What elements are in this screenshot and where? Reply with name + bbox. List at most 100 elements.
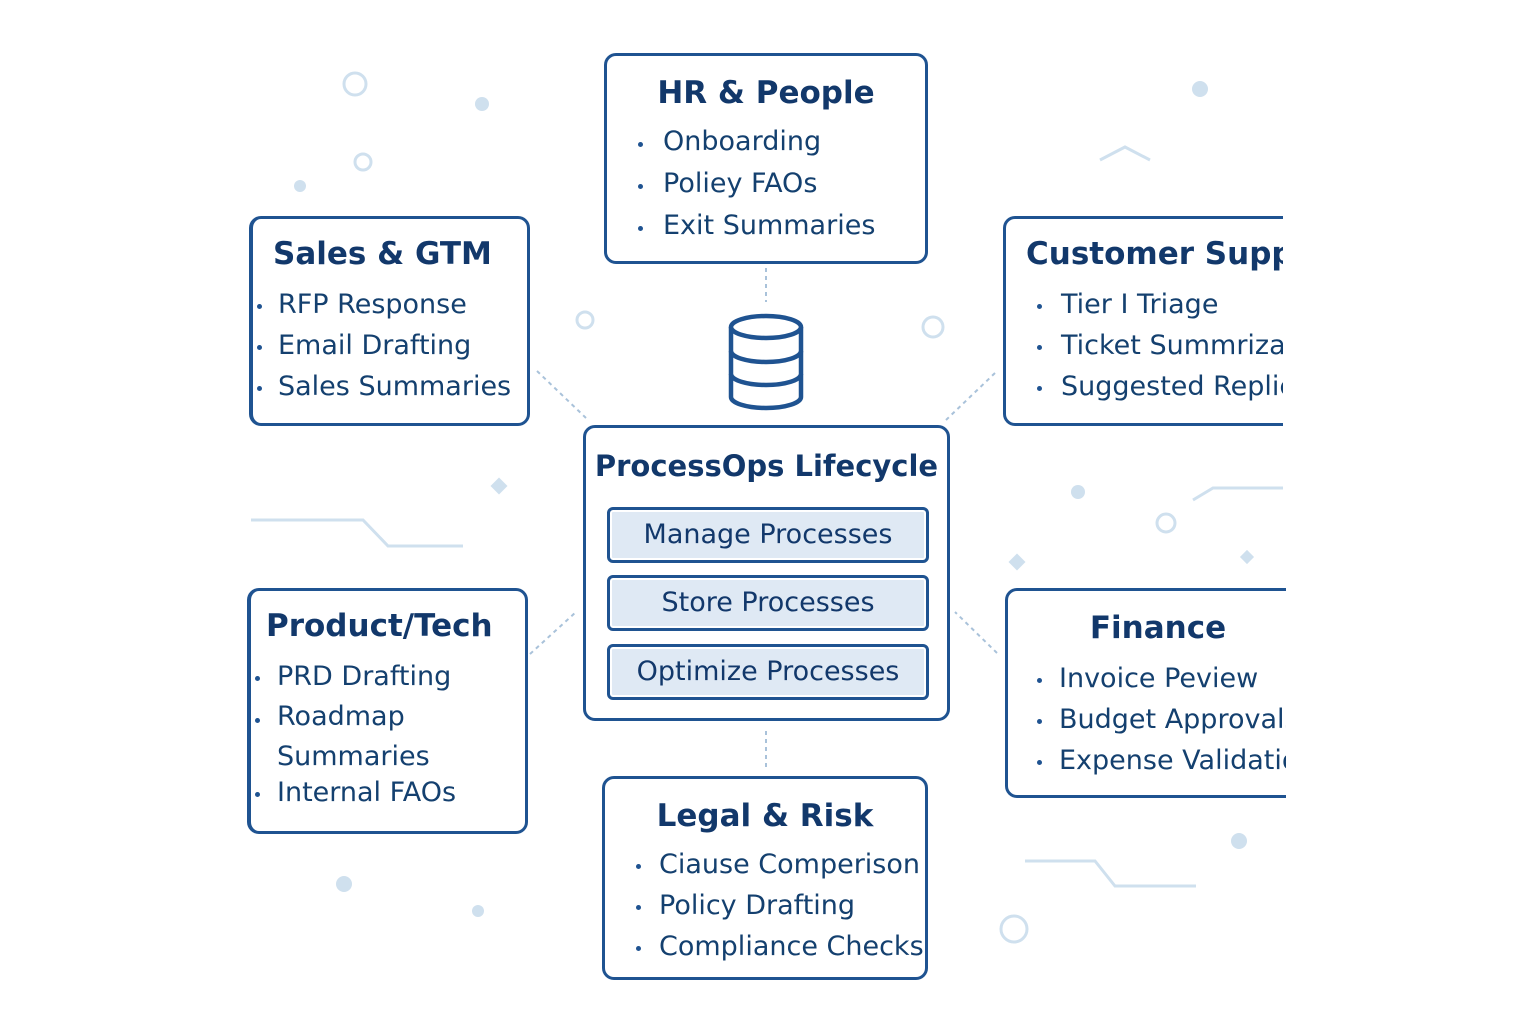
bullet-icon bbox=[257, 386, 262, 391]
decor-dot bbox=[475, 97, 489, 111]
legal-item-label: Policy Drafting bbox=[659, 890, 856, 921]
decor-dot bbox=[1192, 81, 1208, 97]
decor-dot bbox=[336, 876, 352, 892]
connector-product bbox=[529, 611, 577, 655]
hr-item-label: Poliey FAOs bbox=[663, 168, 818, 199]
product-item-label: PRD Drafting bbox=[277, 661, 452, 692]
hr-list: Onboarding Poliey FAOs Exit Summaries bbox=[633, 128, 875, 254]
legal-card: Legal & Risk Ciause Comperison Policy Dr… bbox=[602, 776, 928, 980]
legal-item: Compliance Checks bbox=[631, 933, 924, 974]
product-item: Internal FAOs bbox=[254, 779, 457, 821]
decor-diamond bbox=[490, 477, 508, 495]
bullet-icon bbox=[1037, 719, 1042, 724]
support-item: Ticket Summrization bbox=[1031, 332, 1283, 373]
hr-item: Poliey FAOs bbox=[633, 170, 875, 212]
hr-item-label: Exit Summaries bbox=[663, 210, 876, 241]
bullet-icon bbox=[636, 905, 641, 910]
sales-item-label: Email Drafting bbox=[278, 330, 472, 361]
hr-item: Onboarding bbox=[633, 128, 875, 170]
finance-item: Expense Validation bbox=[1032, 747, 1286, 788]
decor-ring bbox=[1155, 512, 1177, 534]
sales-card: Sales & GTM RFP Response Email Drafting … bbox=[249, 216, 530, 426]
product-item-label: Internal FAOs bbox=[277, 777, 457, 808]
legal-item-label: Ciause Comperison bbox=[659, 849, 920, 880]
bullet-icon bbox=[636, 946, 641, 951]
finance-list: Invoice Peview Budget Approvals Expense … bbox=[1032, 665, 1286, 788]
bullet-icon bbox=[255, 718, 260, 723]
lifecycle-card: ProcessOps Lifecycle Manage Processes St… bbox=[583, 425, 950, 721]
decor-dot bbox=[472, 905, 484, 917]
bullet-icon bbox=[638, 226, 643, 231]
decor-circuit bbox=[251, 518, 463, 548]
legal-item: Policy Drafting bbox=[631, 892, 924, 933]
support-list: Tier I Triage Ticket Summrization Sugges… bbox=[1031, 291, 1283, 414]
sales-item-label: RFP Response bbox=[278, 289, 467, 320]
hr-item-label: Onboarding bbox=[663, 126, 822, 157]
support-item-label: Ticket Summrization bbox=[1061, 330, 1283, 361]
finance-item: Budget Approvals bbox=[1032, 706, 1286, 747]
stage-store-processes[interactable]: Store Processes bbox=[607, 575, 929, 631]
support-item: Tier I Triage bbox=[1031, 291, 1283, 332]
support-item-label: Suggested Replies bbox=[1061, 371, 1283, 402]
sales-item: RFP Response bbox=[256, 291, 511, 332]
decor-dot bbox=[294, 180, 306, 192]
bullet-icon bbox=[255, 676, 260, 681]
product-card: Product/Tech PRD Drafting Roadmap Summar… bbox=[247, 588, 528, 834]
stage-manage-processes[interactable]: Manage Processes bbox=[607, 507, 929, 563]
product-list: PRD Drafting Roadmap Summaries Internal … bbox=[254, 663, 457, 821]
finance-card: Finance Invoice Peview Budget Approvals … bbox=[1005, 588, 1286, 798]
bullet-icon bbox=[255, 792, 260, 797]
connector-finance bbox=[954, 611, 998, 654]
finance-item-label: Expense Validation bbox=[1059, 745, 1286, 776]
sales-item: Email Drafting bbox=[256, 332, 511, 373]
bullet-icon bbox=[1037, 345, 1042, 350]
sales-title: Sales & GTM bbox=[273, 236, 492, 272]
bullet-icon bbox=[1037, 760, 1042, 765]
product-item: Roadmap Summaries bbox=[254, 697, 457, 777]
connector-sales bbox=[536, 370, 587, 419]
finance-title: Finance bbox=[1089, 610, 1227, 646]
decor-dot bbox=[1231, 833, 1247, 849]
hr-item: Exit Summaries bbox=[633, 212, 875, 254]
bullet-icon bbox=[638, 184, 643, 189]
finance-item-label: Budget Approvals bbox=[1059, 704, 1286, 735]
support-title: Customer Support bbox=[1026, 236, 1283, 272]
legal-item-label: Compliance Checks bbox=[659, 931, 924, 962]
sales-list: RFP Response Email Drafting Sales Summar… bbox=[256, 291, 511, 414]
support-item: Suggested Replies bbox=[1031, 373, 1283, 414]
support-item-label: Tier I Triage bbox=[1061, 289, 1219, 320]
decor-chevron bbox=[1099, 145, 1151, 162]
bullet-icon bbox=[636, 864, 641, 869]
decor-diamond bbox=[1239, 549, 1255, 565]
stage-optimize-processes[interactable]: Optimize Processes bbox=[607, 644, 929, 700]
product-item: PRD Drafting bbox=[254, 663, 457, 705]
sales-item: Sales Summaries bbox=[256, 373, 511, 414]
product-item-label: Roadmap Summaries bbox=[277, 701, 430, 772]
connector-support bbox=[945, 372, 996, 421]
bullet-icon bbox=[1037, 678, 1042, 683]
support-card: Customer Support Tier I Triage Ticket Su… bbox=[1003, 216, 1283, 426]
decor-ring bbox=[342, 71, 368, 97]
bullet-icon bbox=[257, 345, 262, 350]
finance-item-label: Invoice Peview bbox=[1059, 663, 1259, 694]
decor-ring bbox=[999, 914, 1029, 944]
finance-item: Invoice Peview bbox=[1032, 665, 1286, 706]
bullet-icon bbox=[638, 142, 643, 147]
decor-diamond bbox=[1008, 553, 1026, 571]
decor-ring bbox=[353, 152, 373, 172]
bullet-icon bbox=[257, 304, 262, 309]
legal-item: Ciause Comperison bbox=[631, 851, 924, 892]
decor-circuit bbox=[1025, 859, 1196, 888]
hr-card: HR & People Onboarding Poliey FAOs Exit … bbox=[604, 53, 928, 264]
bullet-icon bbox=[1037, 386, 1042, 391]
product-title: Product/Tech bbox=[266, 608, 493, 644]
sales-item-label: Sales Summaries bbox=[278, 371, 512, 402]
lifecycle-title: ProcessOps Lifecycle bbox=[594, 449, 939, 483]
decor-dot bbox=[1071, 485, 1085, 499]
legal-list: Ciause Comperison Policy Drafting Compli… bbox=[631, 851, 924, 974]
database-icon bbox=[728, 313, 804, 411]
decor-circuit bbox=[1192, 486, 1283, 502]
hr-title: HR & People bbox=[657, 75, 875, 111]
legal-title: Legal & Risk bbox=[656, 798, 874, 834]
